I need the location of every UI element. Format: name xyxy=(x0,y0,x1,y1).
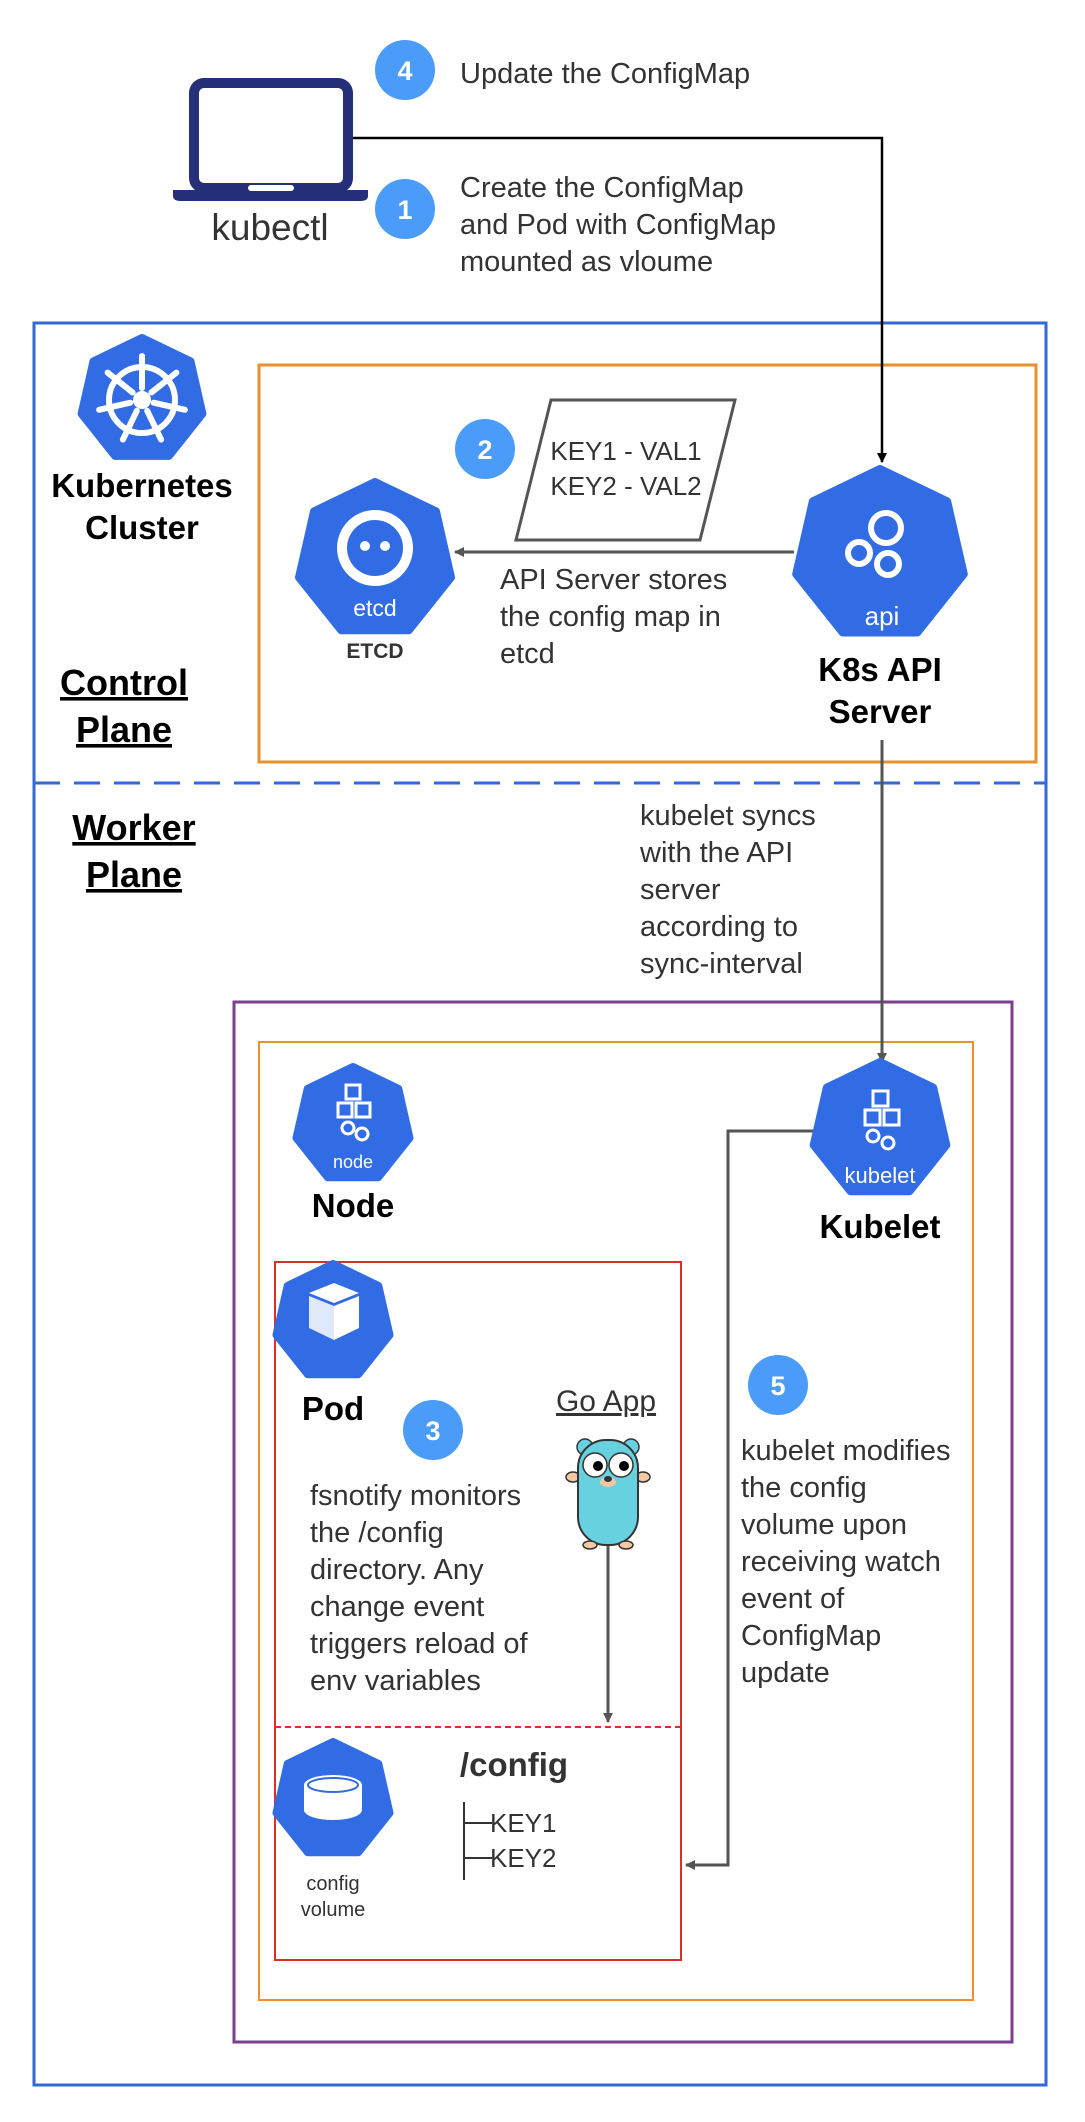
text-line: sync-interval xyxy=(640,948,803,980)
svg-text:kubelet: kubelet xyxy=(845,1163,916,1188)
text-line: server xyxy=(640,874,721,906)
step-4-text: Update the ConfigMap xyxy=(460,58,750,90)
laptop-icon xyxy=(173,78,368,201)
text-line: KEY1 - VAL1 xyxy=(550,436,701,466)
text-line: volume upon xyxy=(741,1509,907,1541)
kubelet-label: Kubelet xyxy=(819,1208,940,1245)
text-line: K8s API xyxy=(818,651,942,688)
text-line: KEY2 - VAL2 xyxy=(550,471,701,501)
text-line: Cluster xyxy=(85,509,199,546)
text-line: Worker xyxy=(72,807,195,848)
pod-icon xyxy=(272,1260,394,1379)
text-line: config xyxy=(306,1873,359,1895)
kubernetes-helm-icon xyxy=(77,334,207,460)
text-line: the /config xyxy=(310,1517,444,1549)
text-line: Plane xyxy=(86,854,182,895)
pod-label: Pod xyxy=(302,1390,364,1427)
api-server-label: K8s API Server xyxy=(818,651,942,730)
text-line: event of xyxy=(741,1583,845,1615)
text-line: receiving watch xyxy=(741,1546,941,1578)
helm-spoke xyxy=(148,369,180,396)
svg-text:etcd: etcd xyxy=(353,595,396,621)
api-server-icon: api xyxy=(792,465,968,637)
step-5-badge: 5 xyxy=(748,1355,808,1415)
pod-box xyxy=(274,1261,682,1961)
worker-node-box xyxy=(232,1000,1014,2044)
configmap-shape xyxy=(514,398,737,542)
kubectl-label: kubectl xyxy=(211,207,328,248)
text-line: Kubernetes xyxy=(51,467,233,504)
text-line: kubelet modifies xyxy=(741,1435,951,1467)
text-line: Plane xyxy=(76,709,172,750)
gopher-icon xyxy=(565,1438,651,1550)
cluster-boundary xyxy=(32,321,1048,2087)
node-icon: node xyxy=(292,1063,414,1182)
text-line: API Server stores xyxy=(500,564,727,596)
text-line: Create the ConfigMap xyxy=(460,172,744,204)
svg-text:3: 3 xyxy=(425,1416,440,1446)
text-line: Server xyxy=(829,693,932,730)
helm-spoke xyxy=(150,399,188,413)
node-box xyxy=(258,1041,974,2001)
step-2-text: API Server stores the config map in etcd xyxy=(500,564,727,670)
helm-spoke xyxy=(96,399,134,413)
text-line: kubelet syncs xyxy=(640,800,816,832)
helm-spoke xyxy=(104,369,136,396)
text-line: fsnotify monitors xyxy=(310,1480,521,1512)
etcd-label: ETCD xyxy=(346,640,403,663)
config-entry-key2: KEY2 xyxy=(490,1843,557,1873)
text-line: directory. Any xyxy=(310,1554,484,1586)
text-line: ConfigMap xyxy=(741,1620,881,1652)
text-line: according to xyxy=(640,911,798,943)
text-line: the config xyxy=(741,1472,867,1504)
step-2-badge: 2 xyxy=(455,419,515,479)
svg-text:2: 2 xyxy=(477,435,492,465)
text-line: the config map in xyxy=(500,601,721,633)
step-1-text: Create the ConfigMap and Pod with ConfigM… xyxy=(460,172,776,278)
config-volume-label: config volume xyxy=(301,1873,365,1921)
etcd-icon: etcd xyxy=(295,478,455,635)
step-4-badge: 4 xyxy=(375,40,435,100)
svg-text:4: 4 xyxy=(397,56,412,86)
svg-text:1: 1 xyxy=(397,195,412,225)
text-line: Control xyxy=(60,662,188,703)
text-line: Update the ConfigMap xyxy=(460,58,750,90)
svg-text:5: 5 xyxy=(770,1371,785,1401)
config-volume-icon xyxy=(272,1738,394,1857)
text-line: and Pod with ConfigMap xyxy=(460,209,776,241)
text-line: mounted as vloume xyxy=(460,246,713,278)
svg-text:api: api xyxy=(865,601,900,631)
helm-spoke xyxy=(119,407,140,443)
config-dir-title: /config xyxy=(460,1746,568,1783)
kubelet-sync-note: kubelet syncs with the API server according… xyxy=(639,800,816,980)
control-plane-box xyxy=(257,363,1038,764)
step-3-text: fsnotify monitors the /config directory. A… xyxy=(310,1480,529,1697)
kubelet-icon: kubelet xyxy=(809,1058,951,1196)
text-line: change event xyxy=(310,1591,484,1623)
text-line: triggers reload of xyxy=(310,1628,529,1660)
node-label: Node xyxy=(312,1187,395,1224)
go-app-label: Go App xyxy=(556,1385,656,1418)
step-5-text: kubelet modifies the config volume upon rec… xyxy=(741,1435,951,1689)
kubelet-to-volume-arrow xyxy=(685,1129,818,1870)
config-tree-lines xyxy=(463,1802,492,1880)
text-line: with the API xyxy=(639,837,793,869)
text-line: update xyxy=(741,1657,830,1689)
text-line: etcd xyxy=(500,638,555,670)
config-entry-key1: KEY1 xyxy=(490,1808,557,1838)
step-1-badge: 1 xyxy=(375,179,435,239)
kubectl-to-api-arrow xyxy=(350,136,887,463)
svg-text:node: node xyxy=(333,1152,373,1172)
text-line: env variables xyxy=(310,1665,481,1697)
text-line: volume xyxy=(301,1899,365,1921)
helm-spoke xyxy=(144,407,165,443)
step-3-badge: 3 xyxy=(403,1400,463,1460)
